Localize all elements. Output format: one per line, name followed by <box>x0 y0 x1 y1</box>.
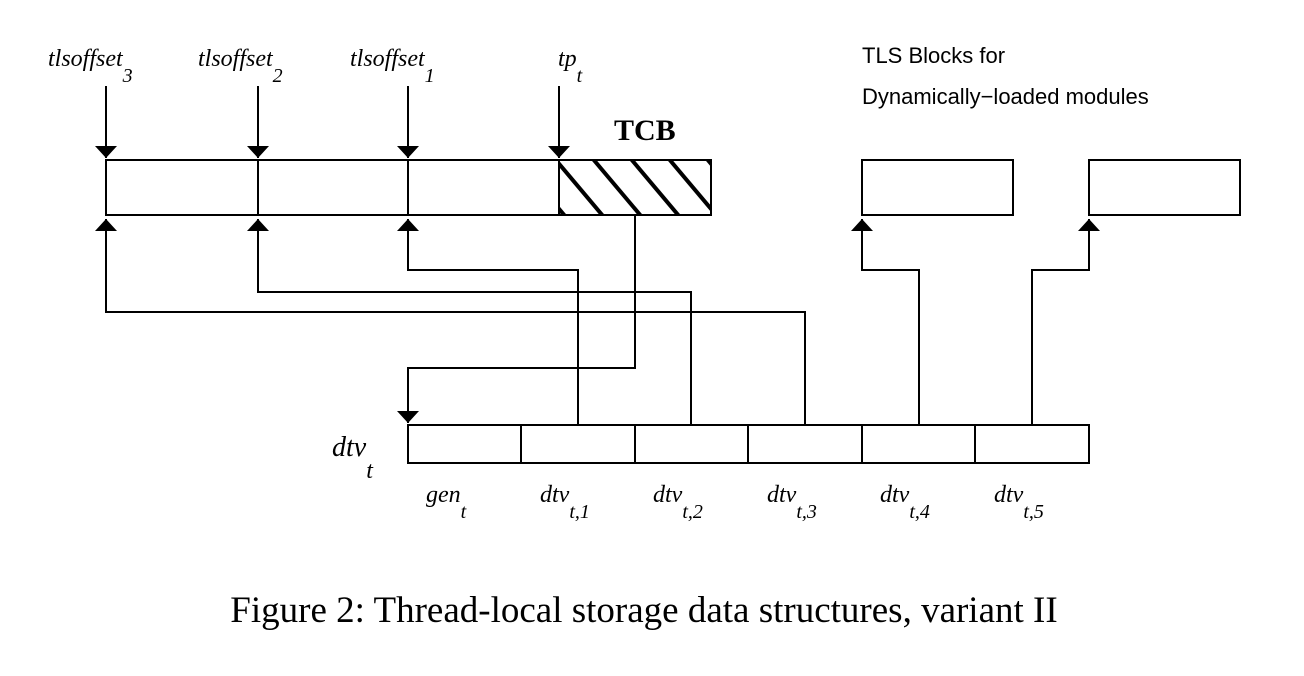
dynamic-tls-block-5 <box>1088 159 1241 216</box>
dtv-t4-pointer <box>851 219 920 425</box>
dtv-t2-pointer <box>247 219 692 425</box>
dtv-t5-pointer <box>1031 219 1100 425</box>
dynamic-tls-block-4 <box>861 159 1014 216</box>
tls-blocks-label-line1: TLS Blocks for <box>862 43 1005 68</box>
dtv-entry-2-label: dtvt,2 <box>653 482 703 523</box>
tp-label: tpt <box>558 46 583 87</box>
dtv-entry-3-label: dtvt,3 <box>767 482 817 523</box>
tlsoffset-2-label: tlsoffset2 <box>198 46 283 87</box>
tcb-label: TCB <box>614 114 676 147</box>
dtv-entry-1-label: dtvt,1 <box>540 482 590 523</box>
dtv-entry-gen-label: gent <box>426 482 467 523</box>
tlsoffset-1-label: tlsoffset1 <box>350 46 435 87</box>
dtv-t3-pointer <box>95 219 806 425</box>
figure-caption: Figure 2: Thread-local storage data stru… <box>230 590 1057 631</box>
dtv-array <box>407 424 1090 464</box>
dtv-t1-pointer <box>397 219 579 425</box>
tls-blocks-label-line2: Dynamically−loaded modules <box>862 84 1149 109</box>
dtv-entry-4-label: dtvt,4 <box>880 482 930 523</box>
dtv-entry-5-label: dtvt,5 <box>994 482 1044 523</box>
tcb-dtv-pointer <box>397 215 636 423</box>
dtv-t-label: dtvt <box>332 432 374 484</box>
tlsoffset-3-label: tlsoffset3 <box>48 46 133 87</box>
static-tls-block <box>105 159 712 216</box>
